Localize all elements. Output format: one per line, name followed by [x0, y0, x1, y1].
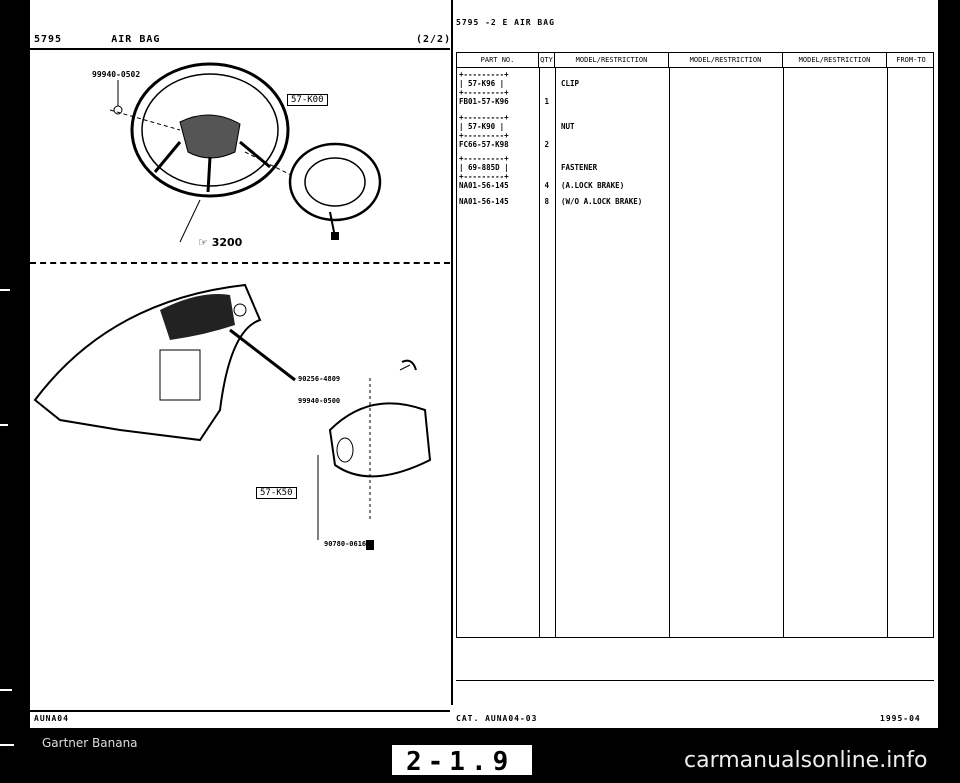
col-header-qty: QTY: [539, 53, 555, 67]
wheel-callout: 57-K00: [287, 94, 328, 106]
footer-left: AUNA04: [34, 714, 69, 723]
watermark: carmanualsonline.info: [684, 748, 928, 773]
dash-part-label-3: 90780-0616: [324, 540, 367, 548]
catalog-page: 5795 AIR BAG (2/2) 5795 -2 E AIR BAG 999…: [30, 0, 938, 728]
col-line: [783, 67, 784, 637]
section-title: AIR BAG: [111, 34, 161, 45]
dash-callout: 57-K50: [256, 487, 297, 499]
col-header-model-2: MODEL/RESTRICTION: [669, 53, 783, 67]
footer-rule: [30, 710, 450, 712]
col-header-model-1: MODEL/RESTRICTION: [555, 53, 669, 67]
col-line: [669, 67, 670, 637]
col-header-part-no: PART NO.: [457, 53, 539, 67]
page-badge: 2-1.9: [392, 745, 532, 777]
col-line: [539, 67, 540, 637]
steering-wheel-diagram: [109, 62, 382, 243]
page-divider: [451, 0, 453, 705]
header-left: 5795 AIR BAG (2/2): [34, 34, 450, 45]
col-line: [555, 67, 556, 637]
header-rule: [30, 48, 450, 50]
col-line: [887, 67, 888, 637]
wheel-part-label: 99940-0502: [92, 70, 141, 79]
footer-right: 1995-04: [880, 714, 921, 723]
dashboard-diagram: [33, 283, 432, 550]
left-margin: [0, 0, 30, 779]
footer-center: CAT. AUNA04-03: [456, 714, 538, 723]
header-underline: [457, 67, 933, 68]
table-bottom-rule: [456, 680, 934, 681]
section-code: 5795: [34, 34, 63, 45]
col-header-model-3: MODEL/RESTRICTION: [783, 53, 887, 67]
dash-part-label-2: 99940-0500: [298, 397, 341, 405]
parts-table: PART NO. QTY MODEL/RESTRICTION MODEL/RES…: [456, 52, 934, 638]
section-divider: [30, 262, 450, 264]
header-right: 5795 -2 E AIR BAG: [456, 18, 555, 27]
wheel-reference: ☞ 3200: [198, 236, 243, 249]
col-header-from-to: FROM-TO: [896, 56, 926, 64]
page-indicator: (2/2): [416, 34, 452, 45]
owner-label: Gartner Banana: [42, 736, 138, 750]
dash-part-label-1: 90256-4809: [298, 375, 341, 383]
